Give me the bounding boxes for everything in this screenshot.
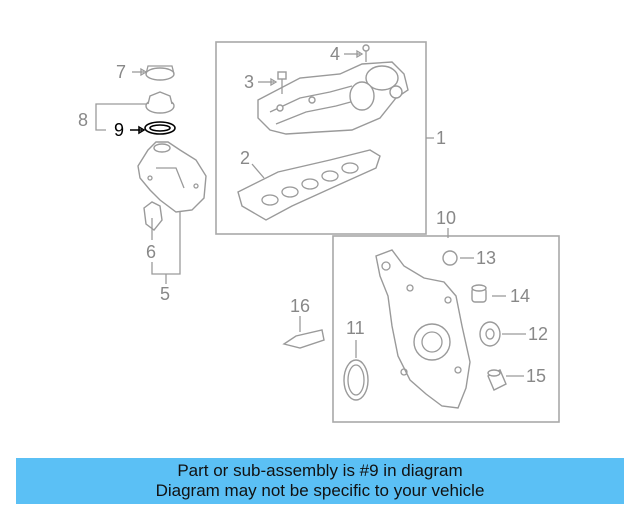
sleeve-part [487,369,507,391]
small-o-ring-part [442,250,458,266]
timing-cover-group-box [332,235,560,423]
callout-6: 6 [146,242,156,262]
callout-14: 14 [510,286,530,306]
callout-1: 1 [436,128,446,148]
timing-cover-part [375,249,471,409]
callout-11: 11 [346,318,365,338]
callout-3: 3 [244,72,254,92]
callout-16: 16 [290,296,310,316]
callout-9-highlighted: 9 [114,120,124,140]
o-ring-part-highlighted [144,121,176,135]
callout-4: 4 [330,44,340,64]
stud-part [362,44,370,62]
leader-lines [95,49,526,377]
filler-cap-part [145,91,175,114]
housing-gasket-part [143,201,163,231]
filler-cap-seal-part [145,65,175,81]
info-banner: Part or sub-assembly is #9 in diagram Di… [16,458,624,504]
filler-housing-part [137,141,207,213]
bolt-part [277,71,287,94]
valve-cover-part [257,61,409,135]
callout-5: 5 [160,284,170,304]
banner-line-2: Diagram may not be specific to your vehi… [155,481,485,500]
crank-seal-part [343,359,369,401]
valve-cover-gasket-part [237,149,381,221]
parts-diagram: 1 2 3 4 5 6 7 8 9 10 11 12 13 14 15 16 [78,41,560,423]
plug-part [471,284,487,303]
banner-line-1: Part or sub-assembly is #9 in diagram [177,461,463,480]
callout-8: 8 [78,110,88,130]
callout-7: 7 [116,62,126,82]
callout-10: 10 [436,208,456,228]
callout-13: 13 [476,248,496,268]
callout-12: 12 [528,324,548,344]
cover-plug-part [479,321,501,347]
callout-2: 2 [240,148,250,168]
sealant-part [282,329,325,349]
callout-15: 15 [526,366,546,386]
